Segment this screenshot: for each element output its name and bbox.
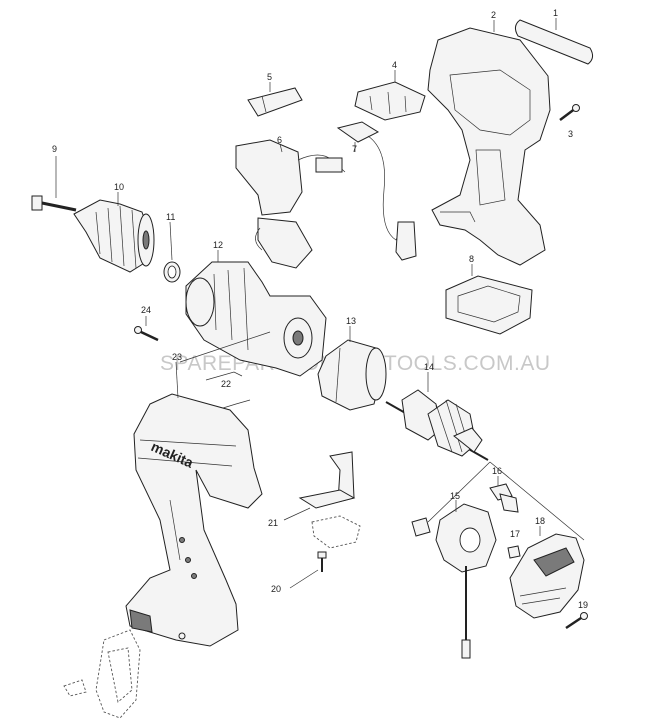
callout-22: 22	[221, 379, 231, 389]
part-6-switch[interactable]	[235, 139, 346, 269]
callout-2: 2	[491, 10, 496, 20]
callout-23: 23	[172, 352, 182, 362]
callout-9: 9	[52, 144, 57, 154]
callout-7: 7	[352, 144, 357, 154]
part-11-washer[interactable]	[163, 261, 181, 283]
battery-hook-outline	[63, 629, 141, 719]
callout-8: 8	[469, 254, 474, 264]
part-9-chuck-screw[interactable]	[31, 195, 77, 212]
part-15-brush-holder[interactable]	[411, 503, 497, 659]
part-24-screw[interactable]	[134, 326, 159, 342]
callout-11: 11	[166, 212, 175, 222]
part-13-field[interactable]	[317, 339, 387, 411]
callout-14: 14	[424, 362, 434, 372]
callout-3: 3	[568, 129, 573, 139]
callout-19: 19	[578, 600, 588, 610]
part-7-led-circuit[interactable]	[336, 121, 417, 261]
part-10-keyless-chuck[interactable]	[73, 199, 155, 273]
part-19-screw[interactable]	[565, 612, 588, 630]
callout-24: 24	[141, 305, 151, 315]
part-21-bracket[interactable]	[298, 451, 361, 549]
part-16-clip[interactable]	[489, 483, 519, 513]
callout-4: 4	[392, 60, 397, 70]
callout-20: 20	[271, 584, 281, 594]
callout-5: 5	[267, 72, 272, 82]
part-1-label-plate[interactable]	[514, 19, 594, 65]
part-20-screw[interactable]	[317, 551, 327, 572]
callout-6: 6	[277, 135, 282, 145]
part-2-housing-frame[interactable]	[427, 27, 551, 266]
part-3-screw[interactable]	[559, 104, 580, 121]
part-4-connector[interactable]	[354, 81, 426, 121]
callout-12: 12	[213, 240, 223, 250]
part-18-rear-cover[interactable]	[509, 533, 585, 619]
callout-17: 17	[510, 529, 520, 539]
part-14-armature[interactable]	[385, 389, 489, 461]
callout-18: 18	[535, 516, 545, 526]
part-12-gear-assembly[interactable]	[185, 261, 327, 377]
callout-13: 13	[346, 316, 356, 326]
part-8-switch-plate[interactable]	[445, 275, 533, 335]
callout-1: 1	[553, 8, 558, 18]
part-23-housing-set[interactable]	[125, 393, 263, 647]
part-5-switch-lever[interactable]	[247, 87, 303, 117]
part-17-cap[interactable]	[507, 545, 521, 559]
callout-10: 10	[114, 182, 124, 192]
callout-16: 16	[492, 466, 502, 476]
callout-21: 21	[268, 518, 278, 528]
